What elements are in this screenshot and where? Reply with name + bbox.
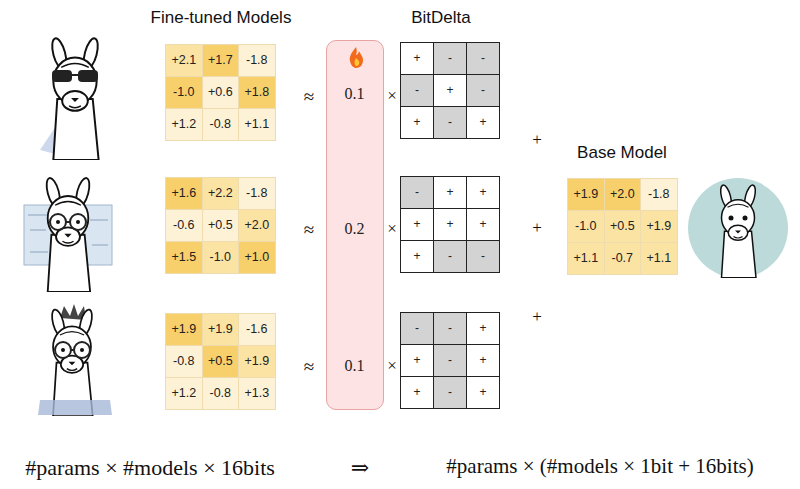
times-sign: × bbox=[385, 85, 399, 107]
matrix-cell: +1.5 bbox=[165, 241, 203, 274]
sign-cell: + bbox=[466, 106, 500, 139]
sign-cell: + bbox=[400, 106, 434, 139]
matrix-cell: +1.9 bbox=[640, 210, 678, 243]
matrix-cell: -1.8 bbox=[640, 178, 678, 211]
sign-matrix: +---+-+-+ bbox=[400, 42, 500, 139]
approx-sign: ≈ bbox=[297, 217, 321, 242]
weight-matrix: +1.9+1.9-1.6-0.8+0.5+1.9+1.2-0.8+1.3 bbox=[165, 313, 276, 410]
matrix-cell: -0.6 bbox=[165, 209, 203, 242]
sign-cell: + bbox=[400, 376, 434, 409]
sign-cell: - bbox=[433, 240, 467, 273]
sign-cell: - bbox=[433, 376, 467, 409]
sign-matrix: -++++++-- bbox=[400, 176, 500, 273]
matrix-cell: +1.9 bbox=[238, 345, 276, 378]
matrix-cell: -0.8 bbox=[202, 377, 240, 410]
matrix-cell: +1.9 bbox=[202, 313, 240, 346]
formula: #params × #models × 16bits bbox=[5, 453, 295, 482]
matrix-cell: +1.3 bbox=[238, 377, 276, 410]
sign-cell: - bbox=[433, 312, 467, 345]
sign-cell: - bbox=[400, 312, 434, 345]
sign-cell: - bbox=[433, 344, 467, 377]
weight-matrix: +1.9+2.0-1.8-1.0+0.5+1.9+1.1-0.7+1.1 bbox=[567, 178, 678, 275]
matrix-cell: +1.0 bbox=[238, 241, 276, 274]
times-sign: × bbox=[385, 218, 399, 240]
times-sign: × bbox=[385, 355, 399, 377]
scale-band: 0.1 0.2 0.1 bbox=[326, 40, 384, 410]
sign-cell: + bbox=[433, 176, 467, 209]
matrix-cell: +1.7 bbox=[202, 44, 240, 77]
sign-cell: - bbox=[466, 42, 500, 75]
matrix-cell: +1.2 bbox=[165, 108, 203, 141]
plus-sign: + bbox=[527, 306, 547, 328]
matrix-cell: +1.1 bbox=[238, 108, 276, 141]
sign-matrix: --++-++-+ bbox=[400, 312, 500, 409]
sign-cell: + bbox=[400, 240, 434, 273]
sign-cell: - bbox=[466, 240, 500, 273]
llama-bottom bbox=[38, 304, 112, 416]
matrix-cell: +0.5 bbox=[604, 210, 642, 243]
llama-middle bbox=[24, 177, 112, 292]
matrix-cell: -0.8 bbox=[202, 108, 240, 141]
weight-matrix: +2.1+1.7-1.8 -1.0+0.6+1.8 +1.2-0.8+1.1 bbox=[165, 44, 276, 141]
sign-cell: - bbox=[400, 74, 434, 107]
matrix-cell: +2.0 bbox=[238, 209, 276, 242]
matrix-cell: +2.1 bbox=[165, 44, 203, 77]
sign-cell: + bbox=[433, 74, 467, 107]
matrix-cell: +2.2 bbox=[202, 177, 240, 210]
column-heading: Fine-tuned Models bbox=[121, 7, 321, 29]
matrix-cell: +1.1 bbox=[567, 242, 605, 275]
matrix-cell: +1.9 bbox=[165, 313, 203, 346]
matrix-cell: +1.8 bbox=[238, 76, 276, 109]
matrix-cell: +1.6 bbox=[165, 177, 203, 210]
scale-value: 0.1 bbox=[327, 84, 382, 104]
formula: #params × (#models × 1bit + 16bits) bbox=[402, 453, 798, 480]
sign-cell: + bbox=[400, 208, 434, 241]
matrix-cell: -1.6 bbox=[238, 313, 276, 346]
sign-cell: + bbox=[466, 208, 500, 241]
sign-cell: - bbox=[400, 176, 434, 209]
formula-arrow: ⇒ bbox=[340, 453, 380, 482]
llama-top bbox=[40, 37, 101, 160]
sign-cell: - bbox=[433, 42, 467, 75]
matrix-cell: +2.0 bbox=[604, 178, 642, 211]
column-heading: Base Model bbox=[552, 142, 692, 164]
matrix-cell: +0.6 bbox=[202, 76, 240, 109]
matrix-cell: +1.2 bbox=[165, 377, 203, 410]
sign-cell: + bbox=[400, 42, 434, 75]
scale-value: 0.1 bbox=[327, 356, 382, 376]
matrix-cell: +1.9 bbox=[567, 178, 605, 211]
matrix-cell: +0.5 bbox=[202, 209, 240, 242]
sign-cell: + bbox=[466, 176, 500, 209]
plus-sign: + bbox=[527, 217, 547, 239]
sign-cell: + bbox=[466, 344, 500, 377]
approx-sign: ≈ bbox=[297, 84, 321, 109]
matrix-cell: -1.8 bbox=[238, 177, 276, 210]
column-heading: BitDelta bbox=[381, 7, 501, 29]
sign-cell: + bbox=[466, 376, 500, 409]
matrix-cell: +0.5 bbox=[202, 345, 240, 378]
sign-cell: + bbox=[400, 344, 434, 377]
plus-sign: + bbox=[527, 129, 547, 151]
sign-cell: + bbox=[433, 208, 467, 241]
matrix-cell: -1.8 bbox=[238, 44, 276, 77]
approx-sign: ≈ bbox=[297, 354, 321, 379]
matrix-cell: -0.8 bbox=[165, 345, 203, 378]
sign-cell: - bbox=[433, 106, 467, 139]
matrix-cell: -1.0 bbox=[202, 241, 240, 274]
matrix-cell: -1.0 bbox=[165, 76, 203, 109]
weight-matrix: +1.6+2.2-1.8 -0.6+0.5+2.0 +1.5-1.0+1.0 bbox=[165, 177, 276, 274]
sign-cell: + bbox=[466, 312, 500, 345]
matrix-cell: +1.1 bbox=[640, 242, 678, 275]
scale-value: 0.2 bbox=[327, 219, 382, 239]
matrix-cell: -1.0 bbox=[567, 210, 605, 243]
sign-cell: - bbox=[466, 74, 500, 107]
matrix-cell: -0.7 bbox=[604, 242, 642, 275]
llama-base bbox=[688, 178, 788, 278]
